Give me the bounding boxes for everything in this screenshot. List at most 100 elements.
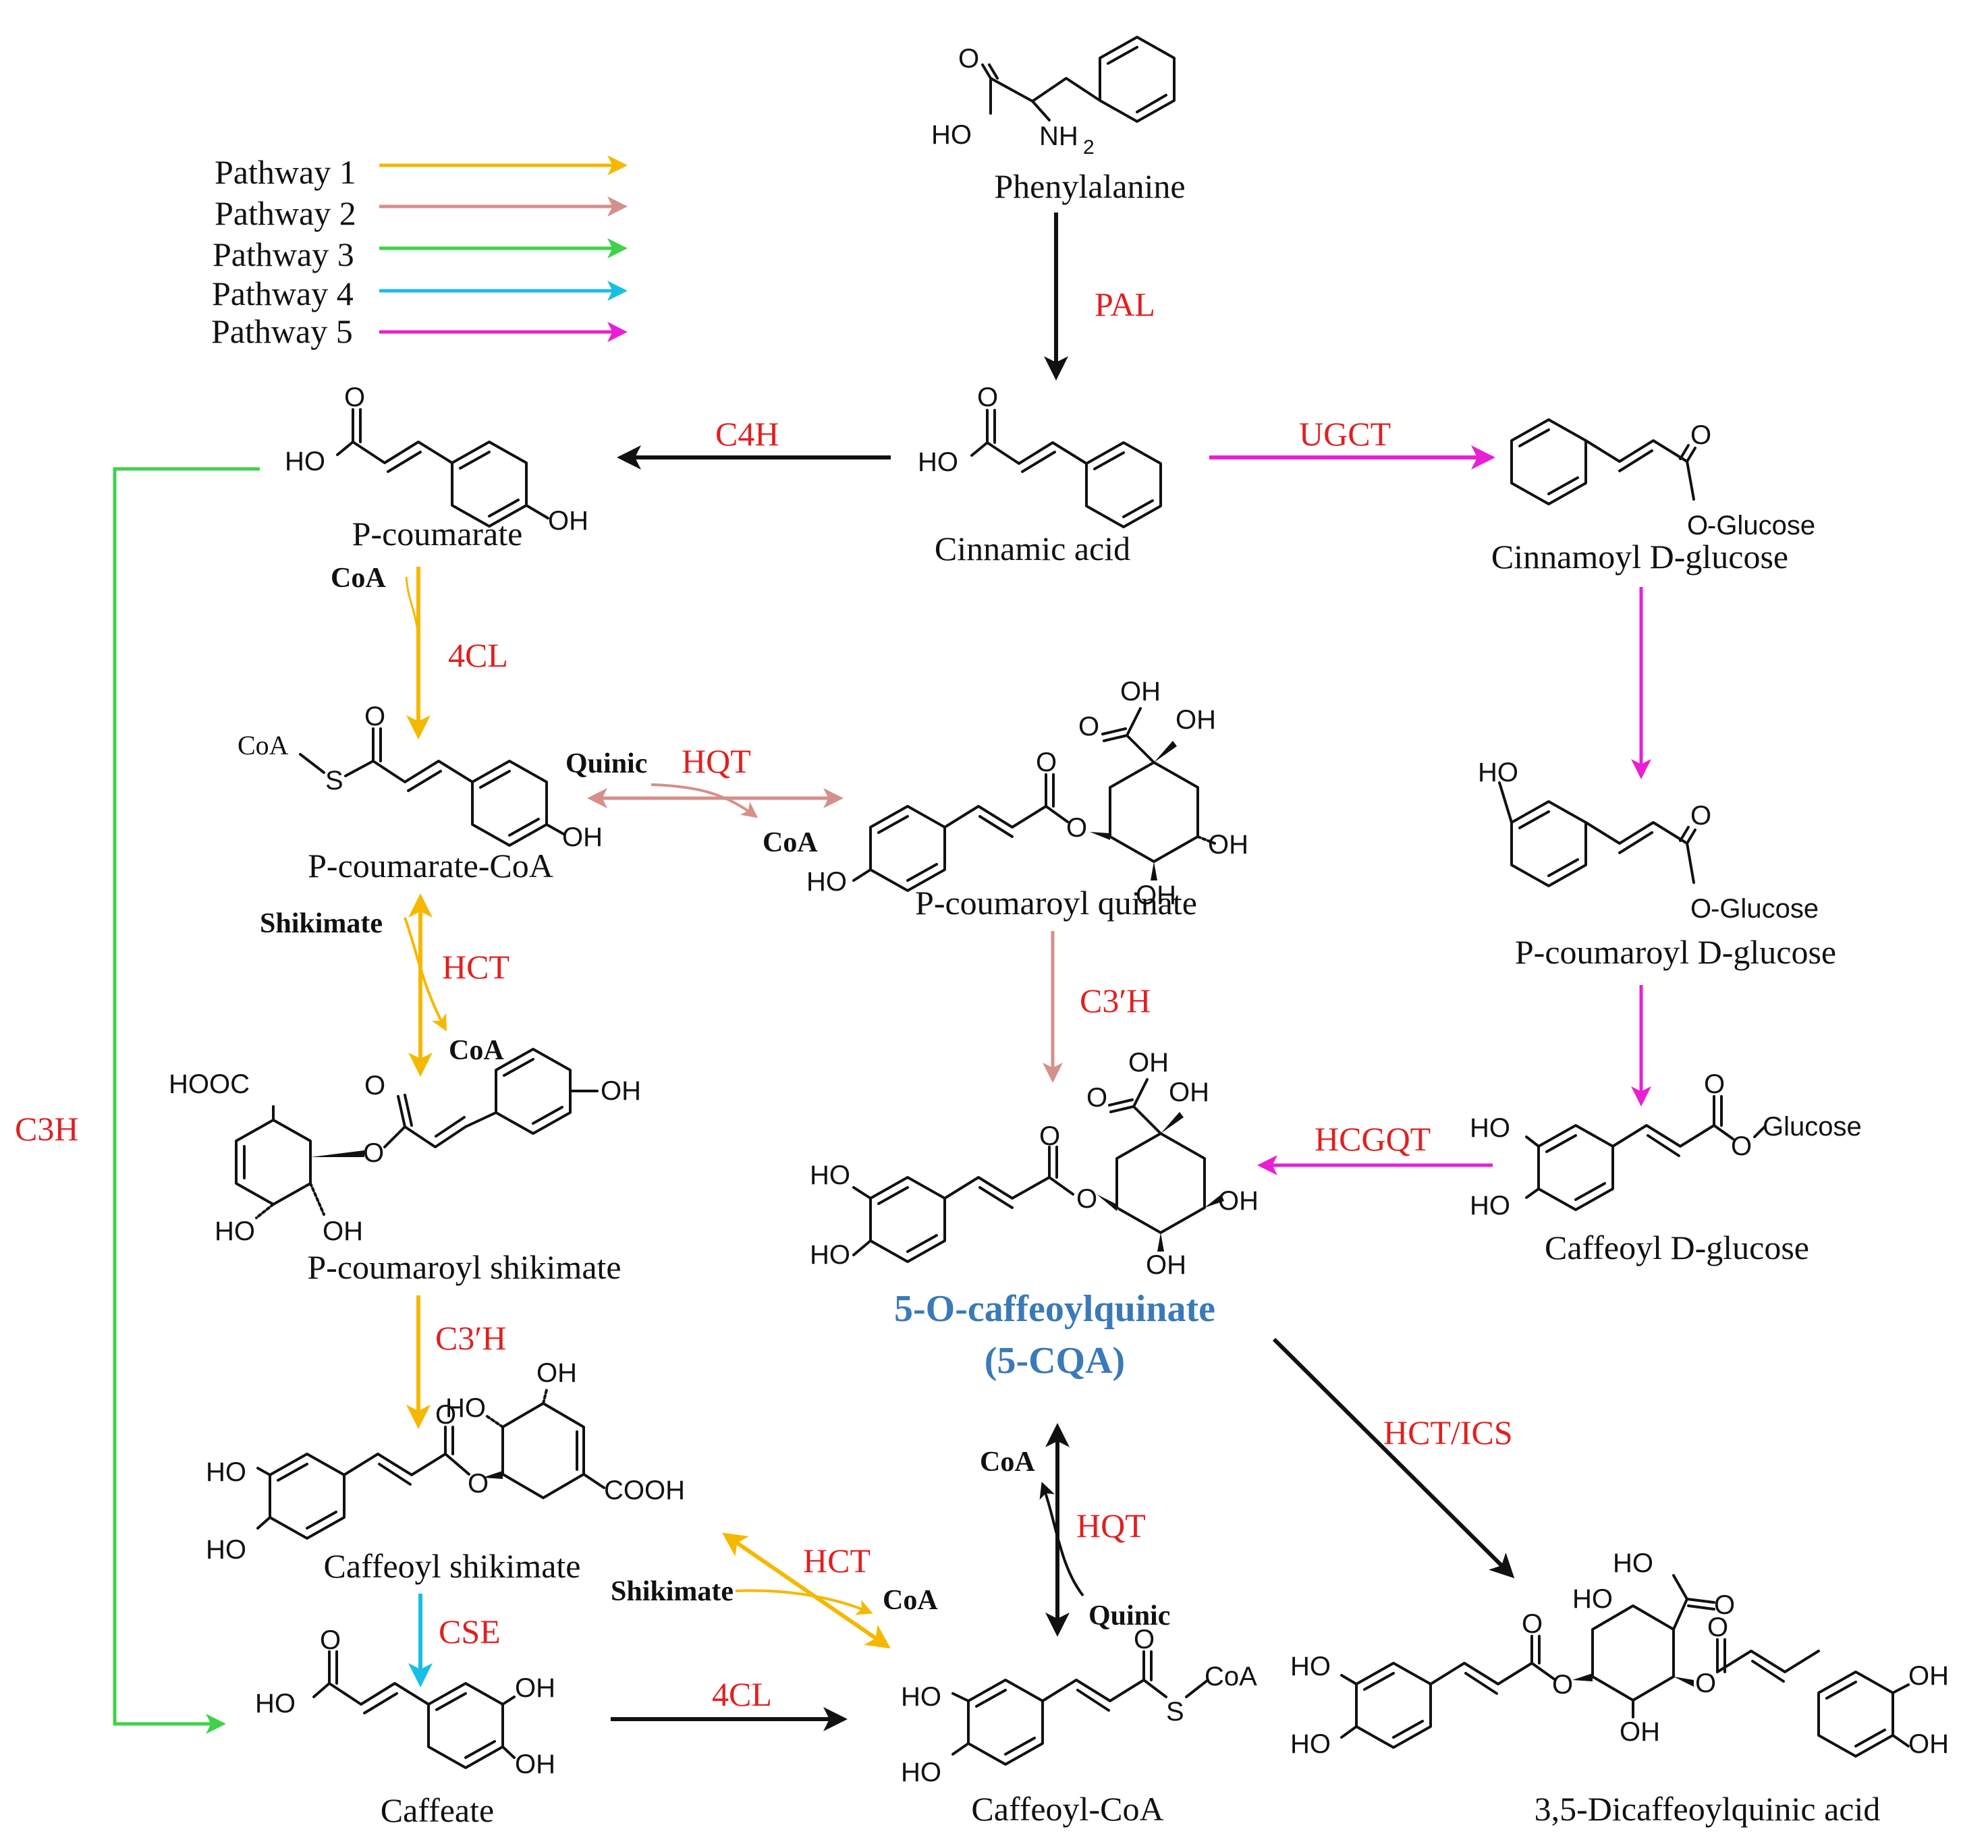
svg-text:HO: HO: [901, 1682, 941, 1712]
svg-text:O: O: [364, 1071, 385, 1100]
svg-text:HO: HO: [285, 447, 325, 476]
compound-caffeoyl-coa: Caffeoyl-CoA: [971, 1790, 1163, 1828]
svg-text:HO: HO: [1572, 1584, 1613, 1614]
cofactor-quinic-2: Quinic: [1088, 1600, 1170, 1631]
enzyme-4cl-top: 4CL: [448, 636, 508, 674]
svg-text:COOH: COOH: [604, 1476, 685, 1505]
svg-text:O: O: [435, 1400, 456, 1430]
svg-text:O: O: [1731, 1131, 1752, 1161]
arrow-hct-bottom: [722, 1532, 891, 1649]
svg-text:HO: HO: [810, 1160, 850, 1190]
svg-text:O: O: [1086, 1083, 1107, 1113]
compound-5-cqa: 5-O-caffeoylquinate: [894, 1288, 1215, 1330]
svg-text:OH: OH: [1908, 1729, 1949, 1759]
p-coumaroyl-quinate-structure: O O HO O OH OH OH OH: [806, 677, 1248, 910]
svg-text:O: O: [320, 1625, 341, 1655]
svg-text:O: O: [977, 383, 998, 412]
caffeoyl-glucose-structure: HO HO O O Glucose: [1470, 1069, 1862, 1221]
svg-text:OH: OH: [515, 1749, 555, 1779]
svg-text:NH: NH: [1039, 121, 1078, 151]
svg-text:O: O: [1076, 1184, 1097, 1214]
cofactor-coa-5: CoA: [883, 1585, 938, 1616]
p-coumarate-coa-structure: O S CoA OH: [238, 702, 603, 852]
svg-text:OH: OH: [1620, 1717, 1660, 1747]
svg-text:HO: HO: [1290, 1652, 1331, 1681]
svg-text:OH: OH: [1176, 705, 1216, 735]
svg-text:HO: HO: [806, 867, 847, 897]
cofactor-quinic-1: Quinic: [565, 748, 647, 779]
compound-caffeoyl-shikimate: Caffeoyl shikimate: [324, 1547, 581, 1585]
svg-text:O: O: [1707, 1613, 1728, 1642]
enzyme-hct-bottom: HCT: [803, 1542, 871, 1579]
caffeoyl-shikimate-structure: HO HO O O HO OH COOH: [206, 1358, 685, 1565]
cinnamoyl-glucose-structure: O O -Glucose: [1510, 418, 1815, 540]
enzyme-hqt-top: HQT: [682, 742, 751, 780]
cofactor-coa-1: CoA: [331, 563, 386, 594]
cofactor-coa-2: CoA: [763, 827, 818, 858]
compound-caffeoyl-glucose: Caffeoyl D-glucose: [1545, 1229, 1809, 1266]
cinnamic-acid-structure: O HO: [918, 383, 1162, 528]
svg-text:HO: HO: [1470, 1113, 1510, 1143]
p-coumarate-structure: O HO OH: [285, 383, 588, 536]
svg-text:CoA: CoA: [1205, 1662, 1257, 1691]
cofactor-shikimate-1: Shikimate: [260, 908, 383, 939]
arrow-hct-ics: [1272, 1337, 1515, 1579]
enzyme-hqt-bottom: HQT: [1076, 1507, 1146, 1544]
svg-text:O: O: [364, 702, 385, 731]
svg-text:HO: HO: [931, 120, 972, 150]
legend-label-4: Pathway 4: [212, 275, 354, 312]
phenylalanine-structure: O HO NH 2: [931, 36, 1176, 159]
dicaffeoylquinic-acid-structure: HO HO O O HO HO O O O OH OH OH: [1290, 1548, 1949, 1759]
caffeate-structure: O HO OH OH: [255, 1625, 555, 1779]
svg-text:O: O: [958, 44, 979, 74]
svg-text:-Glucose: -Glucose: [1707, 511, 1815, 540]
svg-text:O: O: [1066, 813, 1087, 843]
5-cqa-structure: HO HO O O O OH OH OH OH: [810, 1048, 1259, 1280]
svg-text:O: O: [1036, 748, 1057, 777]
svg-text:OH: OH: [1128, 1048, 1169, 1077]
svg-text:HO: HO: [206, 1535, 246, 1565]
svg-text:HO: HO: [1290, 1729, 1331, 1759]
legend-label-3: Pathway 3: [213, 235, 354, 273]
compound-p-coumaroyl-quinate: P-coumaroyl quinate: [915, 884, 1197, 922]
svg-text:HO: HO: [901, 1758, 941, 1787]
svg-text:O: O: [1690, 801, 1711, 831]
svg-text:HO: HO: [215, 1216, 255, 1246]
compound-dicaffeoylquinic-acid: 3,5-Dicaffeoylquinic acid: [1535, 1790, 1881, 1828]
p-coumaroyl-shikimate-structure: HOOC O O OH HO OH: [169, 1048, 641, 1246]
svg-text:S: S: [325, 766, 343, 795]
svg-text:OH: OH: [1169, 1077, 1209, 1107]
enzyme-ugct: UGCT: [1299, 415, 1391, 453]
svg-text:HO: HO: [918, 447, 958, 477]
svg-text:O: O: [1690, 420, 1711, 450]
svg-text:-Glucose: -Glucose: [1711, 894, 1819, 924]
enzyme-4cl-bottom: 4CL: [712, 1675, 772, 1713]
svg-text:HOOC: HOOC: [169, 1069, 250, 1099]
compound-p-coumarate-coa: P-coumarate-CoA: [308, 847, 553, 885]
svg-text:HO: HO: [255, 1689, 296, 1718]
svg-text:O: O: [1690, 894, 1711, 924]
svg-text:Glucose: Glucose: [1763, 1112, 1862, 1142]
svg-text:HO: HO: [810, 1240, 850, 1270]
arrow-c3h: [113, 467, 260, 1734]
compound-p-coumarate: P-coumarate: [352, 515, 523, 553]
svg-text:OH: OH: [548, 506, 588, 536]
svg-text:O: O: [363, 1138, 384, 1168]
svg-text:HO: HO: [206, 1457, 246, 1487]
compound-5-cqa-abbrev: (5-CQA): [985, 1340, 1125, 1382]
svg-text:O: O: [1714, 1590, 1735, 1620]
svg-text:HO: HO: [445, 1393, 486, 1423]
enzyme-pal: PAL: [1095, 285, 1155, 323]
compound-p-coumaroyl-shikimate: P-coumaroyl shikimate: [307, 1248, 621, 1286]
compound-phenylalanine: Phenylalanine: [994, 167, 1185, 205]
svg-text:O: O: [468, 1469, 489, 1499]
compound-cinnamoyl-glucose: Cinnamoyl D-glucose: [1491, 538, 1788, 576]
svg-text:OH: OH: [1218, 1186, 1259, 1216]
legend: Pathway 1 Pathway 2 Pathway 3 Pathway 4 …: [211, 153, 628, 350]
enzyme-hcgqt: HCGQT: [1315, 1120, 1431, 1158]
enzyme-cse: CSE: [439, 1613, 501, 1650]
legend-label-2: Pathway 2: [215, 194, 356, 232]
svg-text:HO: HO: [1470, 1191, 1510, 1221]
enzyme-c3ph-mid: C3′H: [1080, 982, 1151, 1019]
